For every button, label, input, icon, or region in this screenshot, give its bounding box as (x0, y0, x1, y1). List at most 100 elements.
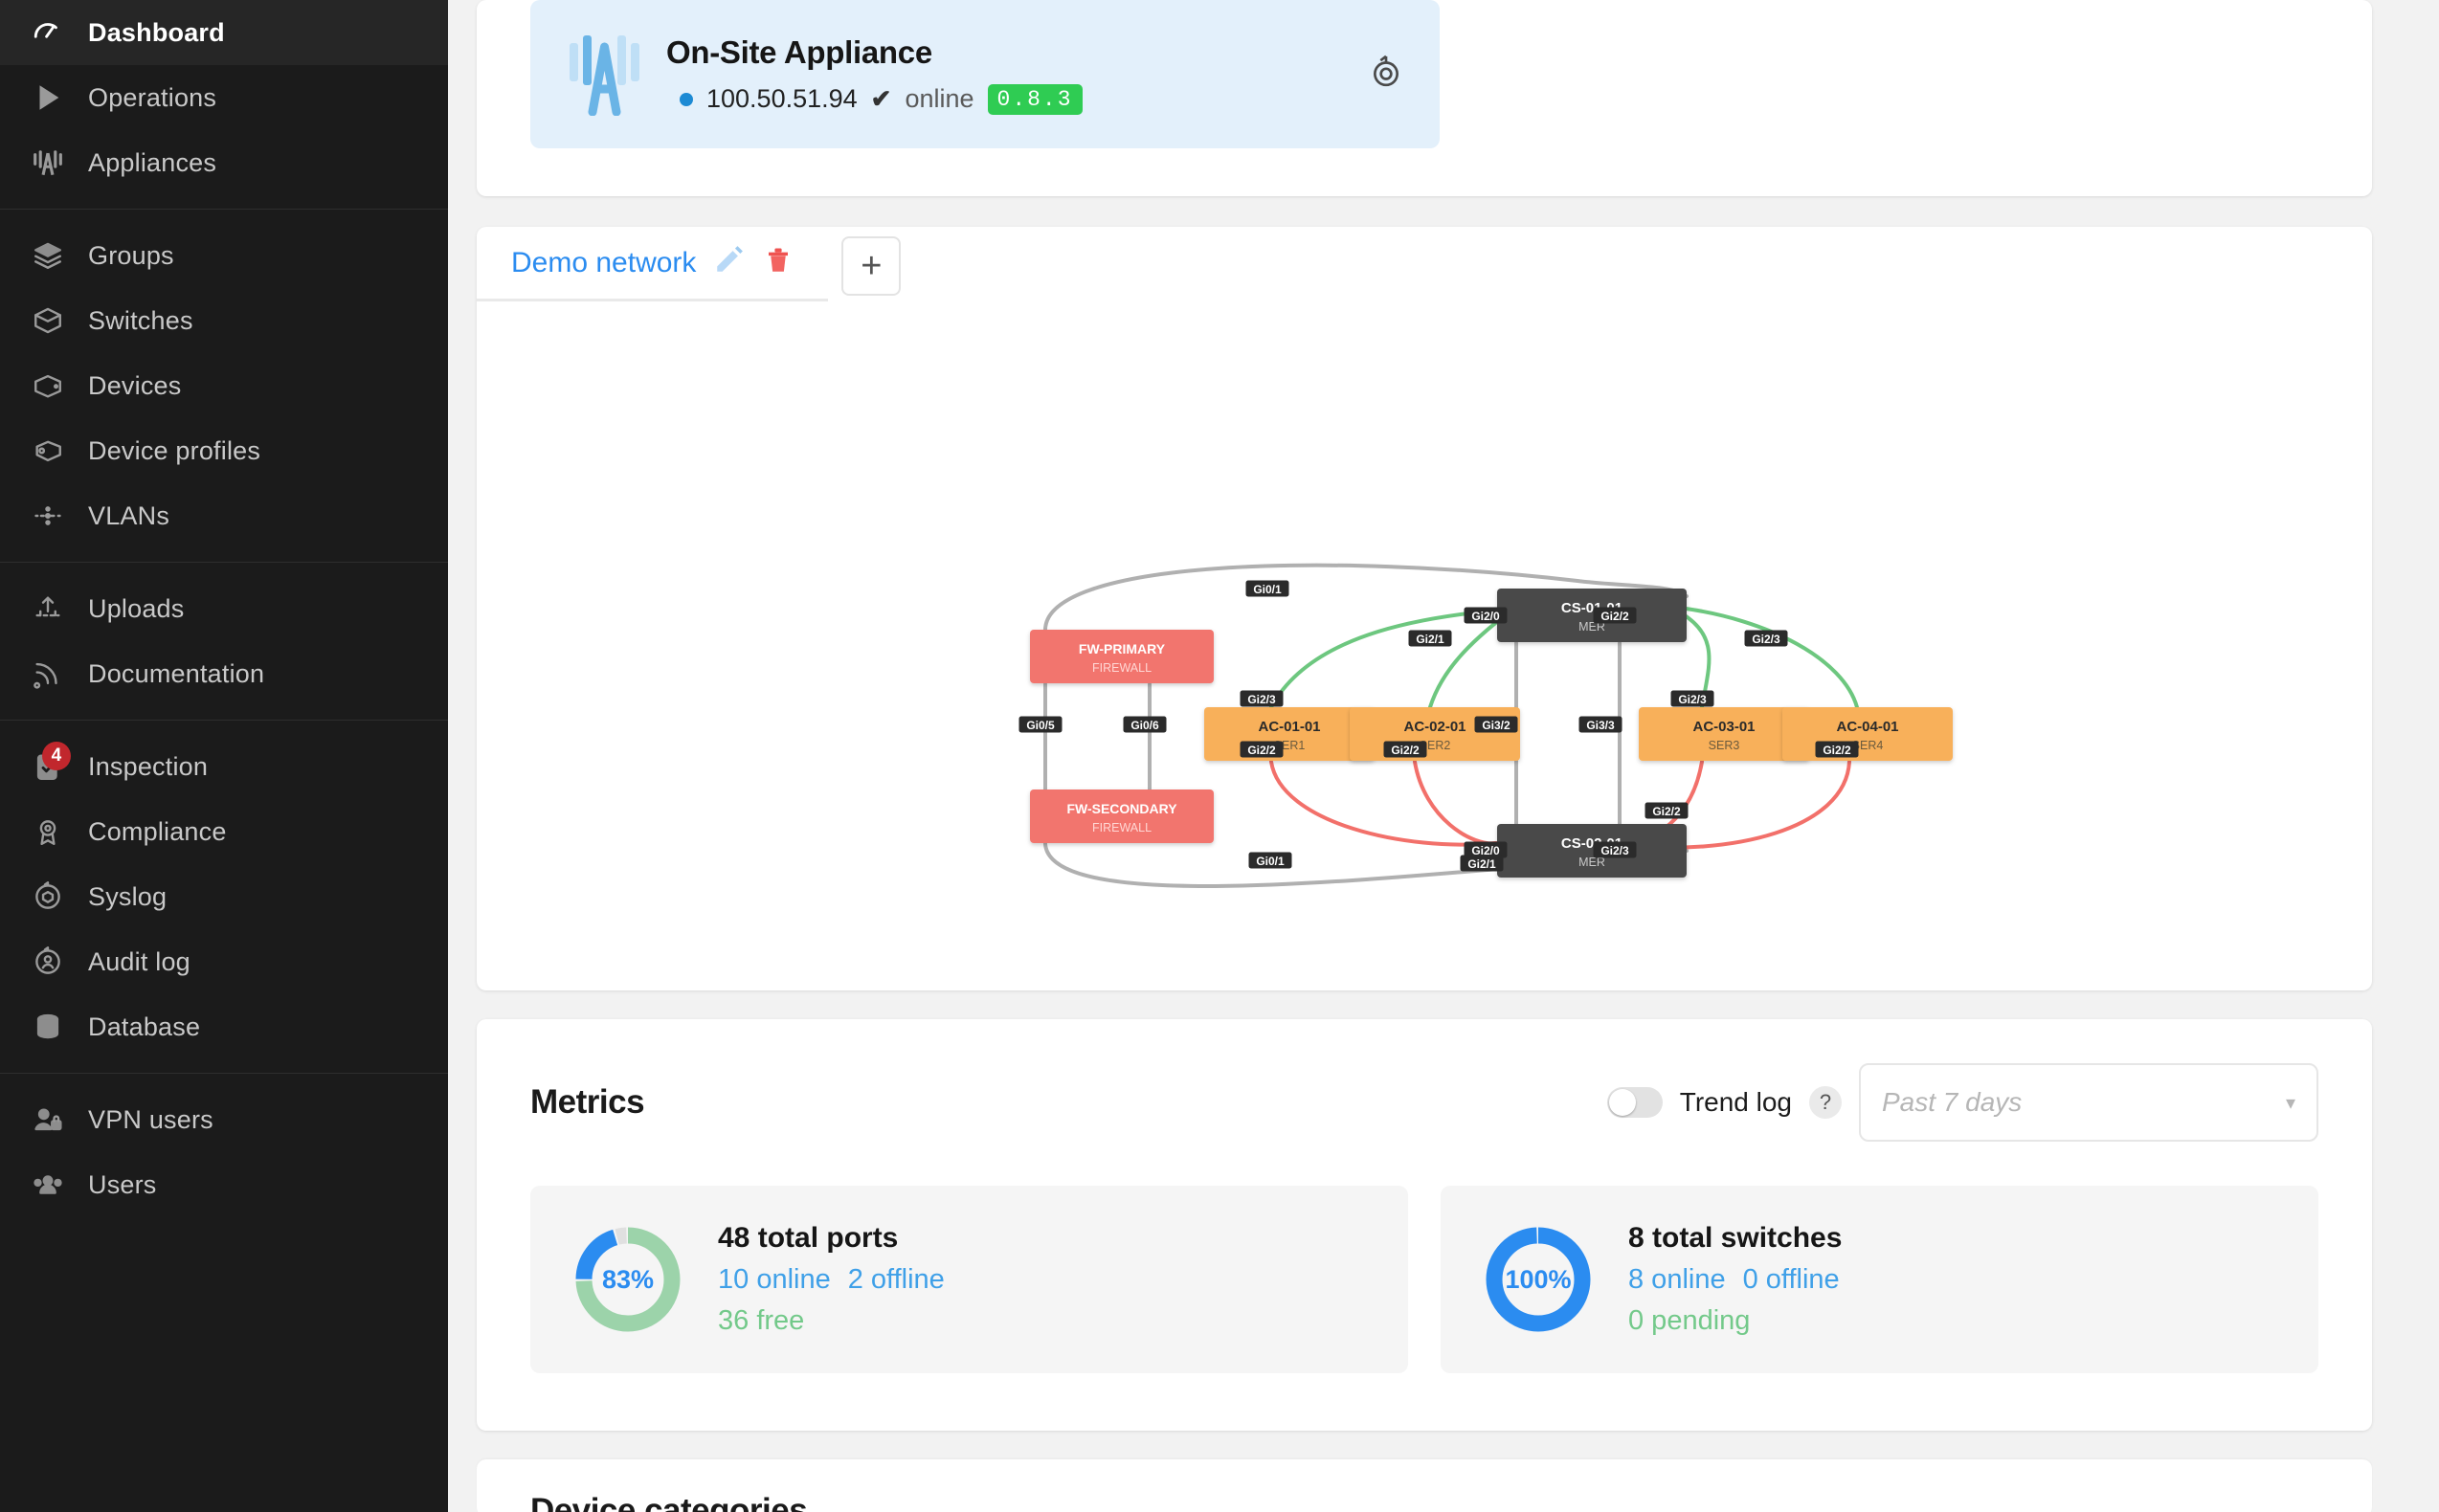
donut-chart: 83% (571, 1222, 685, 1337)
appliance-card[interactable]: On-Site Appliance 100.50.51.94 ✔ online … (530, 0, 1440, 148)
node-subtitle: FIREWALL (1092, 821, 1152, 834)
sidebar-item-label: Groups (88, 240, 174, 270)
sidebar-item-label: Database (88, 1012, 201, 1041)
sidebar-divider (0, 720, 448, 721)
device-categories-title: Device categories (530, 1492, 808, 1512)
pencil-icon[interactable] (713, 243, 746, 283)
date-range-value: Past 7 days (1882, 1087, 2023, 1117)
donut-segment (1486, 1227, 1591, 1332)
metric-third[interactable]: 36 free (718, 1305, 805, 1337)
port-label: Gi2/3 (1670, 690, 1714, 707)
sidebar-divider (0, 209, 448, 210)
trash-icon[interactable] (763, 243, 794, 283)
upload-icon (23, 589, 73, 628)
sidebar-item-devices[interactable]: Devices (0, 353, 448, 418)
sidebar-item-vpn-users[interactable]: VPN users (0, 1087, 448, 1152)
sidebar-item-uploads[interactable]: Uploads (0, 576, 448, 641)
sidebar-item-operations[interactable]: Operations (0, 65, 448, 130)
refresh-icon[interactable] (1367, 53, 1405, 96)
port-label: Gi2/3 (1593, 841, 1637, 858)
sidebar-item-label: Documentation (88, 658, 265, 688)
audit-user-icon (23, 943, 73, 981)
main-area: On-Site Appliance 100.50.51.94 ✔ online … (448, 0, 2439, 1512)
sidebar-item-users[interactable]: Users (0, 1152, 448, 1217)
sidebar-item-switches[interactable]: Switches (0, 288, 448, 353)
svg-text:Gi2/2: Gi2/2 (1391, 744, 1420, 757)
topology-link[interactable] (1269, 608, 1507, 709)
sidebar-item-label: Switches (88, 305, 193, 335)
sidebar-item-compliance[interactable]: Compliance (0, 799, 448, 864)
appliance-status-row: 100.50.51.94 ✔ online 0.8.3 (666, 83, 1083, 115)
sidebar-item-appliances[interactable]: Appliances (0, 130, 448, 195)
award-icon (23, 812, 73, 851)
notification-badge: 4 (42, 742, 71, 770)
syslog-icon (23, 878, 73, 916)
donut-chart: 100% (1481, 1222, 1596, 1337)
metric-online[interactable]: 10 online (718, 1264, 831, 1296)
topology-link[interactable] (1269, 760, 1497, 847)
add-network-tab-button[interactable]: + (841, 236, 902, 296)
metrics-panel: Metrics Trend log ? Past 7 days ▾ 83%48 … (477, 1019, 2372, 1431)
sidebar-item-label: Dashboard (88, 17, 225, 47)
sidebar-item-dashboard[interactable]: Dashboard (0, 0, 448, 65)
sidebar-item-database[interactable]: Database (0, 994, 448, 1059)
donut-percent-label: 100% (1505, 1264, 1572, 1294)
port-label: Gi2/2 (1815, 741, 1859, 758)
date-range-select[interactable]: Past 7 days ▾ (1859, 1063, 2318, 1142)
topology-link[interactable] (1677, 606, 1859, 709)
sidebar-item-audit-log[interactable]: Audit log (0, 929, 448, 994)
metric-online[interactable]: 8 online (1628, 1264, 1726, 1296)
topology-link[interactable] (1042, 563, 1689, 634)
trend-log-toggle[interactable] (1606, 1087, 1663, 1118)
device-icon (23, 367, 73, 405)
layers-icon (23, 236, 73, 275)
node-name: AC-03-01 (1692, 719, 1755, 735)
metric-third[interactable]: 0 pending (1628, 1305, 1751, 1337)
help-icon[interactable]: ? (1809, 1086, 1842, 1119)
status-dot-icon (680, 92, 693, 106)
svg-text:Gi2/1: Gi2/1 (1416, 633, 1444, 646)
port-label: Gi0/1 (1248, 852, 1292, 869)
sidebar-item-groups[interactable]: Groups (0, 223, 448, 288)
sidebar-item-vlans[interactable]: VLANs (0, 483, 448, 548)
svg-text:Gi2/0: Gi2/0 (1471, 610, 1500, 623)
toggle-knob (1608, 1089, 1636, 1116)
user-lock-icon (23, 1101, 73, 1139)
tab-demo-network[interactable]: Demo network (477, 227, 829, 301)
sidebar-item-syslog[interactable]: Syslog (0, 864, 448, 929)
sidebar-item-documentation[interactable]: Documentation (0, 641, 448, 706)
metric-offline[interactable]: 2 offline (847, 1264, 945, 1296)
sidebar-item-device-profiles[interactable]: Device profiles (0, 418, 448, 483)
port-label: Gi0/5 (1018, 716, 1063, 733)
topology-link[interactable] (1413, 760, 1499, 846)
node-name: AC-01-01 (1258, 719, 1320, 735)
content-scroll: On-Site Appliance 100.50.51.94 ✔ online … (448, 0, 2439, 1512)
svg-text:Gi2/3: Gi2/3 (1600, 844, 1629, 857)
metrics-header: Metrics Trend log ? Past 7 days ▾ (477, 1063, 2372, 1142)
appliance-title: On-Site Appliance (666, 33, 932, 70)
profile-box-icon (23, 432, 73, 470)
port-label: Gi3/2 (1474, 716, 1518, 733)
metric-offline[interactable]: 0 offline (1742, 1264, 1840, 1296)
page-title: Metrics (530, 1083, 645, 1121)
sidebar-divider (0, 1073, 448, 1074)
antenna-logo-icon (559, 33, 651, 116)
